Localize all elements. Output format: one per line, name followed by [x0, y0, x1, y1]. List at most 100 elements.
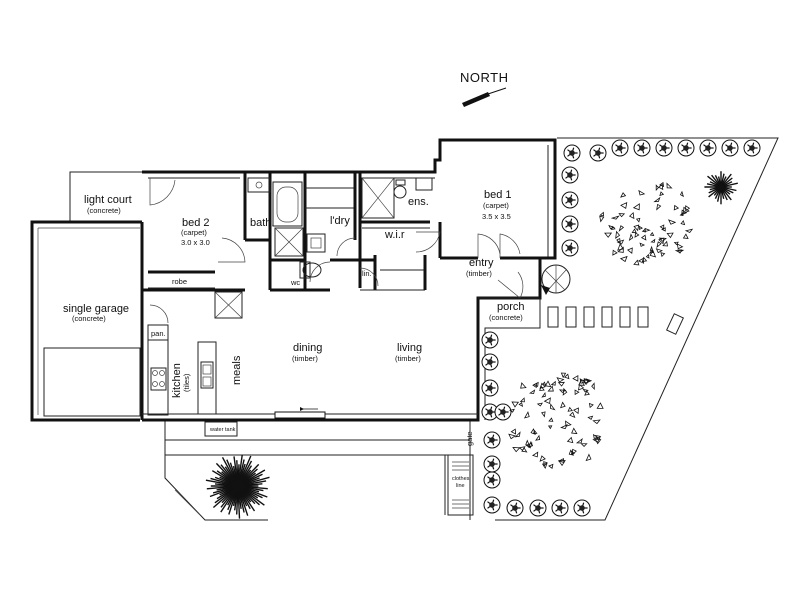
kitchen-walls: [147, 291, 243, 416]
ensuite-label: ens.: [408, 196, 429, 208]
garage-name: single garage: [63, 303, 129, 315]
shrub-icon: [563, 144, 581, 162]
garage-door[interactable]: [43, 347, 141, 417]
tree-icon: [704, 171, 738, 205]
garage-finish: (concrete): [72, 314, 106, 323]
shrub-icon: [561, 215, 579, 233]
shrub-icon: [483, 455, 501, 473]
shrub-icon: [633, 139, 651, 157]
dining-name: dining: [293, 342, 322, 354]
wir-door[interactable]: [415, 231, 441, 253]
bed1-size: 3.5 x 3.5: [482, 212, 511, 221]
house-walls: [142, 138, 557, 422]
ensuite-toilet-icon: [393, 179, 407, 199]
bed1-name: bed 1: [484, 189, 512, 201]
bed2-door[interactable]: [218, 237, 246, 263]
entry-finish: (timber): [466, 269, 492, 278]
shrub-icon: [561, 166, 579, 184]
wir-label: w.i.r: [384, 229, 405, 241]
garage-walls: [30, 220, 144, 422]
porch-finish: (concrete): [489, 313, 523, 322]
light-court-finish: (concrete): [87, 206, 121, 215]
bed1-finish: (carpet): [483, 201, 509, 210]
shrub-row: [481, 139, 761, 517]
bed2-door-swing[interactable]: [149, 178, 176, 206]
site-boundary: [164, 137, 779, 521]
north-indicator: NORTH: [460, 70, 508, 107]
bed1-walls: [440, 233, 555, 299]
shrub-icon: [529, 499, 547, 517]
shrub-icon: [481, 331, 499, 349]
light-court-area: [69, 171, 142, 222]
gate-label: gate: [465, 431, 474, 446]
ensuite-walls: [358, 172, 442, 291]
shrub-icon: [551, 499, 569, 517]
laundry-label: l'dry: [330, 215, 350, 227]
shrub-icon: [481, 353, 499, 371]
shower-base: [274, 227, 304, 257]
porch-plant-icon: [541, 264, 571, 295]
linen-door[interactable]: [359, 267, 379, 287]
ensuite-shower: [361, 177, 395, 219]
clothes-line: clothes line: [447, 454, 474, 516]
shrub-icon: [483, 496, 501, 514]
shrub-icon: [573, 499, 591, 517]
shrub-icon: [699, 139, 717, 157]
leaf-scatter-garden: [508, 181, 694, 470]
shrub-icon: [655, 139, 673, 157]
laundry-door[interactable]: [336, 237, 356, 257]
light-court-name: light court: [84, 194, 132, 206]
living-name: living: [397, 342, 422, 354]
porch-name: porch: [497, 301, 525, 313]
kitchen-finish: (tiles): [182, 373, 191, 392]
dining-finish: (timber): [292, 354, 318, 363]
shrub-icon: [561, 239, 579, 257]
wc-door[interactable]: [309, 261, 331, 283]
bed2-walls: [142, 172, 247, 292]
robe-label: robe: [172, 277, 187, 286]
shrub-icon: [611, 139, 629, 157]
shrub-icon: [483, 471, 501, 489]
pantry-label: pan.: [151, 329, 166, 338]
shrub-icon: [721, 139, 739, 157]
clothes-line-label-2: line: [456, 483, 465, 489]
bed2-finish: (carpet): [181, 228, 207, 237]
shrub-icon: [481, 379, 499, 397]
shrub-icon: [561, 191, 579, 209]
shrub-icon: [506, 499, 524, 517]
tree-icon: [205, 454, 270, 519]
meals-label: meals: [231, 355, 243, 385]
wc-label: wc: [290, 278, 300, 287]
kitchen-name: kitchen: [171, 363, 183, 398]
bed2-name: bed 2: [182, 217, 210, 229]
stepping-pavers: [547, 306, 684, 335]
north-label: NORTH: [460, 70, 508, 85]
clothes-line-label-1: clothes: [452, 476, 470, 482]
north-arrow-icon: [462, 87, 507, 107]
living-finish: (timber): [395, 354, 421, 363]
pantry-door[interactable]: [149, 304, 169, 324]
ensuite-vanity: [415, 177, 433, 191]
linen-label: lin.: [362, 269, 372, 278]
cooktop-icon: [150, 367, 167, 391]
sliding-door[interactable]: [274, 411, 326, 419]
water-tank: water tank: [204, 421, 238, 437]
toilet-icon: [299, 261, 322, 279]
laundry-tub: [306, 233, 326, 253]
kitchen-sink-icon: [200, 361, 214, 389]
shrub-icon: [481, 403, 499, 421]
shrub-icon: [494, 403, 512, 421]
entry-name: entry: [469, 257, 494, 269]
bed2-size: 3.0 x 3.0: [181, 238, 210, 247]
bed1-door[interactable]: [477, 233, 501, 258]
front-door[interactable]: [497, 271, 524, 299]
water-tank-label: water tank: [209, 427, 236, 433]
shrub-icon: [483, 431, 501, 449]
shrub-icon: [589, 144, 607, 162]
wet-area-walls: [245, 172, 375, 292]
bathtub-icon: [272, 181, 303, 227]
shrub-icon: [743, 139, 761, 157]
shrub-icon: [677, 139, 695, 157]
bath-label: bath.: [250, 217, 274, 229]
